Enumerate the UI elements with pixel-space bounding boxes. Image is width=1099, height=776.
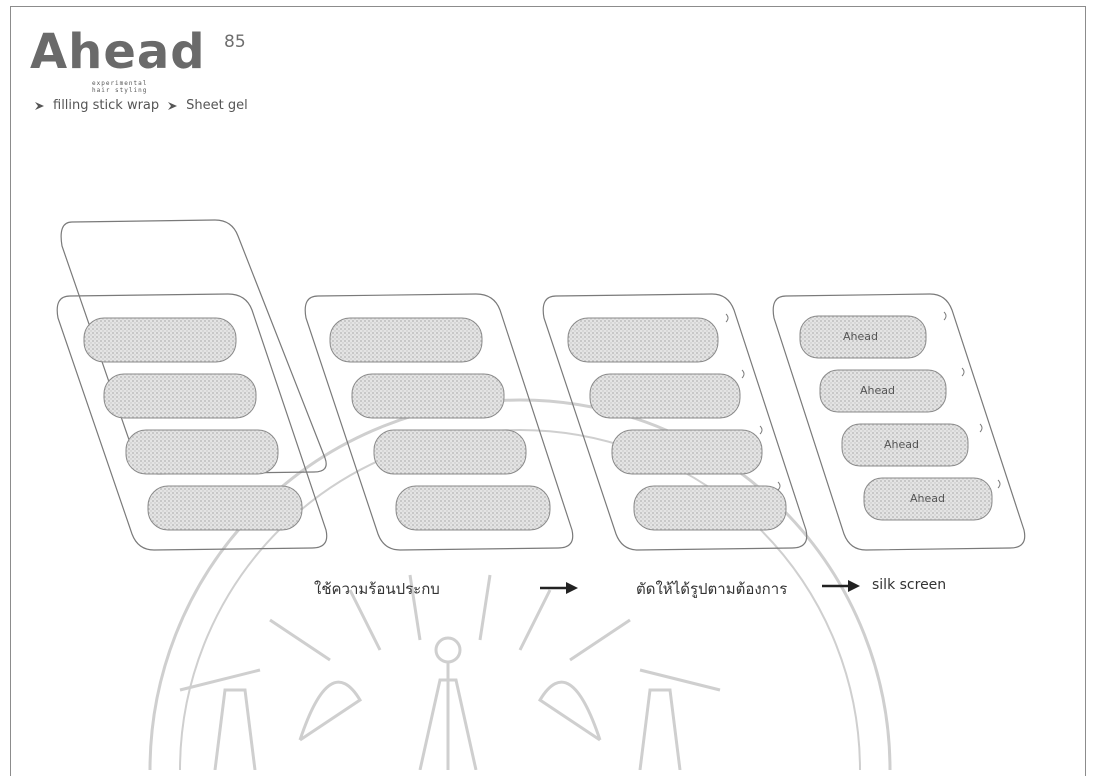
sheet-group-4 <box>772 293 1026 551</box>
arrow-bullet-icon <box>35 101 44 110</box>
logo-word: Ahead <box>30 24 206 80</box>
gel-strip <box>83 317 237 363</box>
sheet-group-1 <box>56 219 328 551</box>
breadcrumb: filling stick wrap Sheet gel <box>34 98 248 113</box>
sheet-front <box>56 293 328 551</box>
breadcrumb-label-1: filling stick wrap <box>53 98 160 113</box>
step-caption-cut-shape: ตัดให้ได้รูปตามต้องการ <box>636 580 788 598</box>
logo-superscript: 85 <box>224 32 246 52</box>
breadcrumb-label-2: Sheet gel <box>186 98 248 113</box>
sheet-group-3 <box>542 293 808 551</box>
arrow-icon <box>540 582 578 594</box>
logo-tagline: experimental hair styling <box>92 80 148 94</box>
step-caption-heat-seal: ใช้ความร้อนประกบ <box>314 580 440 598</box>
strip-label: Ahead <box>860 384 895 397</box>
strip-label: Ahead <box>910 492 945 505</box>
gel-strip <box>147 485 303 531</box>
arrow-bullet-icon <box>168 101 178 110</box>
arrow-icon <box>822 580 860 592</box>
watermark-emblem <box>148 398 892 770</box>
page-frame <box>10 6 1086 776</box>
breadcrumb-item: Sheet gel <box>167 98 248 113</box>
sheet-group-2 <box>304 293 574 551</box>
gel-strip <box>125 429 279 475</box>
breadcrumb-item: filling stick wrap <box>34 98 159 113</box>
strip-label: Ahead <box>843 330 878 343</box>
step-caption-silk-screen: silk screen <box>872 577 947 593</box>
sheet-back <box>60 219 327 475</box>
strip-label: Ahead <box>884 438 919 451</box>
gel-strip <box>103 373 257 419</box>
